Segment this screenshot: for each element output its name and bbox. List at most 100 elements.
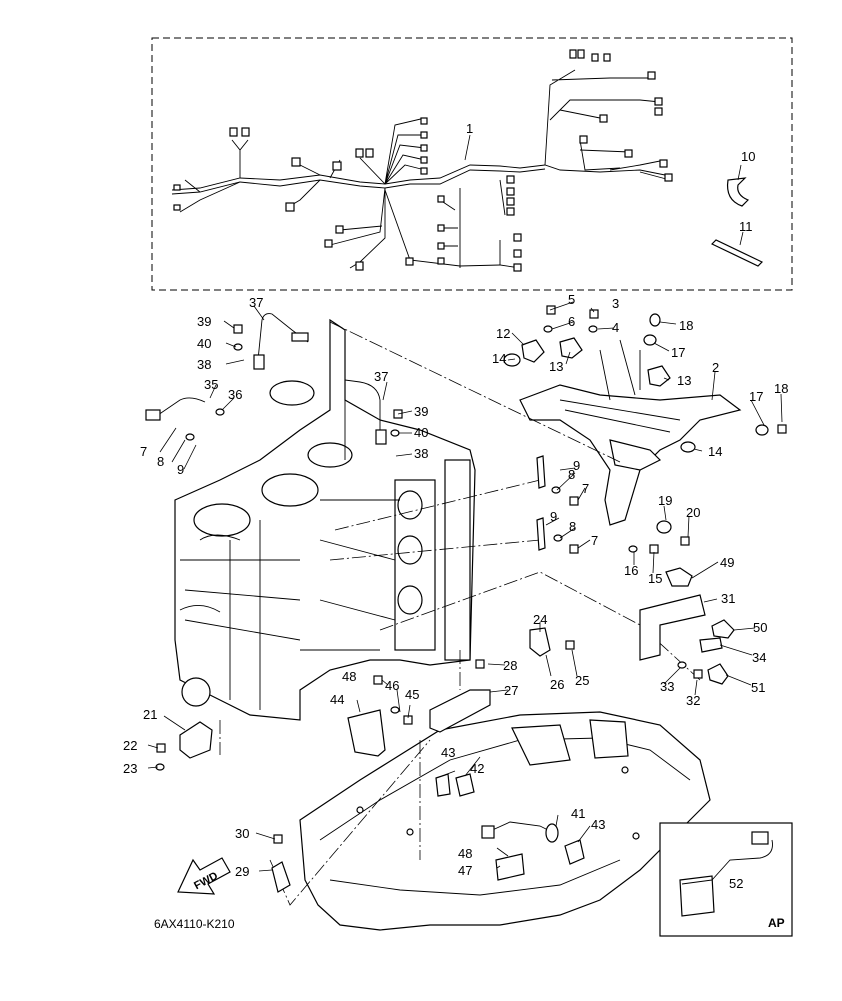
callout-47: 47 — [458, 863, 472, 878]
callout-39: 39 — [414, 404, 428, 419]
small-parts — [145, 305, 787, 893]
callout-44: 44 — [330, 692, 344, 707]
callout-16: 16 — [624, 563, 638, 578]
callout-52: 52 — [729, 876, 743, 891]
callout-51: 51 — [751, 680, 765, 695]
callout-7: 7 — [140, 444, 147, 459]
engine-block — [174, 318, 476, 721]
callout-9: 9 — [573, 458, 580, 473]
bracket-31[interactable] — [639, 594, 706, 661]
bracket-24[interactable] — [529, 627, 551, 657]
callout-14: 14 — [492, 351, 506, 366]
callout-30: 30 — [235, 826, 249, 841]
ap-inset: AP — [659, 822, 793, 937]
callout-38: 38 — [414, 446, 428, 461]
callout-2: 2 — [712, 360, 719, 375]
sensor-lead-37b[interactable] — [344, 379, 381, 430]
forward-arrow: FWD — [177, 857, 231, 895]
callout-45: 45 — [405, 687, 419, 702]
connector-49[interactable] — [665, 567, 693, 587]
rectifier-21[interactable] — [179, 721, 213, 759]
harness-dashed-frame — [151, 37, 793, 291]
callout-37: 37 — [374, 369, 388, 384]
callout-21: 21 — [143, 707, 157, 722]
callout-15: 15 — [648, 571, 662, 586]
callout-numbers: 1 10 11 37 37 39 40 38 35 36 7 8 9 39 40… — [123, 121, 788, 891]
callout-13: 13 — [677, 373, 691, 388]
drawing-code: 6AX4110-K210 — [154, 917, 235, 931]
wire-harness-1[interactable] — [171, 164, 671, 191]
cable-clip-10[interactable] — [726, 177, 750, 207]
holder-47[interactable] — [495, 853, 525, 881]
callout-32: 32 — [686, 693, 700, 708]
callout-11: 11 — [739, 219, 753, 234]
fwd-arrow-icon — [177, 857, 231, 895]
clamp-13b[interactable] — [647, 365, 671, 387]
callout-28: 28 — [503, 658, 517, 673]
callout-26: 26 — [550, 677, 564, 692]
clamp-13a[interactable] — [559, 337, 583, 359]
callout-7: 7 — [582, 481, 589, 496]
callout-39: 39 — [197, 314, 211, 329]
callout-41: 41 — [571, 806, 585, 821]
callout-36: 36 — [228, 387, 242, 402]
callout-40: 40 — [197, 336, 211, 351]
callout-27: 27 — [504, 683, 518, 698]
callout-38: 38 — [197, 357, 211, 372]
callout-4: 4 — [612, 320, 619, 335]
bracket-assembly-2[interactable] — [519, 339, 742, 526]
wire-harness-group — [151, 37, 793, 291]
callout-31: 31 — [721, 591, 735, 606]
callout-20: 20 — [686, 505, 700, 520]
leader-lines — [147, 134, 783, 883]
callout-8: 8 — [569, 519, 576, 534]
grommet-43a[interactable] — [435, 773, 451, 797]
callout-12: 12 — [496, 326, 510, 341]
cap-42[interactable] — [455, 773, 475, 797]
ap-label: AP — [768, 916, 785, 930]
callout-10: 10 — [741, 149, 755, 164]
sensor-lead-37a[interactable] — [257, 313, 309, 361]
cable-tie-11[interactable] — [710, 239, 764, 267]
callout-8: 8 — [157, 454, 164, 469]
callout-34: 34 — [752, 650, 766, 665]
callout-17: 17 — [749, 389, 763, 404]
callout-49: 49 — [720, 555, 734, 570]
part-34[interactable] — [699, 637, 723, 653]
callout-23: 23 — [123, 761, 137, 776]
callout-18: 18 — [679, 318, 693, 333]
callout-24: 24 — [533, 612, 547, 627]
callout-33: 33 — [660, 679, 674, 694]
callout-29: 29 — [235, 864, 249, 879]
sensor-35[interactable] — [157, 397, 206, 416]
callout-46: 46 — [385, 678, 399, 693]
bracket-27[interactable] — [429, 689, 491, 733]
callout-9: 9 — [177, 462, 184, 477]
callout-50: 50 — [753, 620, 767, 635]
reference-lines — [219, 321, 701, 906]
callout-48: 48 — [342, 669, 356, 684]
clamp-12[interactable] — [521, 339, 545, 363]
bottom-cowling — [299, 711, 711, 931]
battery-cable-52[interactable] — [711, 839, 773, 881]
callout-18: 18 — [774, 381, 788, 396]
bracket-44[interactable] — [347, 709, 386, 757]
callout-14: 14 — [708, 444, 722, 459]
callout-37: 37 — [249, 295, 263, 310]
callout-42: 42 — [470, 761, 484, 776]
bracket-29[interactable] — [271, 861, 291, 893]
connector-51[interactable] — [707, 663, 729, 685]
callout-43: 43 — [441, 745, 455, 760]
callout-25: 25 — [575, 673, 589, 688]
callout-3: 3 — [612, 296, 619, 311]
callout-19: 19 — [658, 493, 672, 508]
callout-5: 5 — [568, 292, 575, 307]
grommet-43b[interactable] — [564, 839, 585, 865]
callout-43: 43 — [591, 817, 605, 832]
callout-48: 48 — [458, 846, 472, 861]
connector-50[interactable] — [711, 619, 735, 639]
callout-13: 13 — [549, 359, 563, 374]
callout-6: 6 — [568, 314, 575, 329]
callout-35: 35 — [204, 377, 218, 392]
